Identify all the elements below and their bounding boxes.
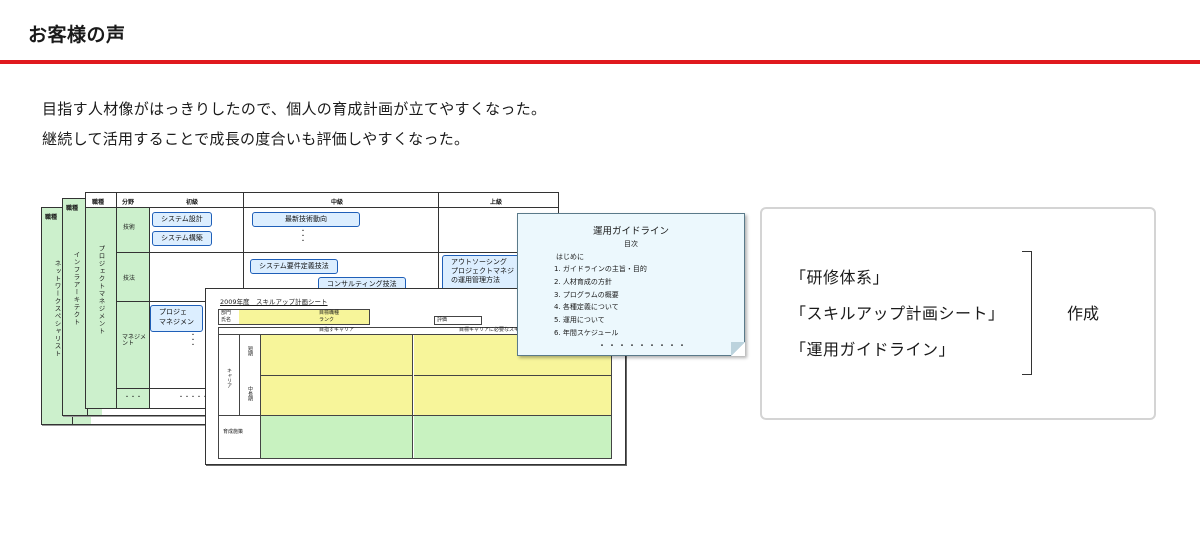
label-target: 目標職種	[319, 310, 340, 316]
job-header: 職種	[66, 205, 79, 212]
course-line: の運用管理方法	[451, 276, 500, 284]
list-item: 2. 人材育成の方針	[554, 277, 612, 286]
guideline-doc: 運用ガイドライン 目次 はじめに 1. ガイドラインの主旨・目的 2. 人材育成…	[517, 213, 745, 356]
ellipsis-vertical: ・ ・ ・	[190, 332, 197, 349]
eval-box: 評価	[434, 316, 482, 325]
beginner-header: 初級	[186, 199, 199, 206]
bracket	[1022, 251, 1032, 375]
row-mid: 中長期	[247, 386, 253, 401]
row-group: キャリア	[226, 368, 232, 388]
job-name: プロジェクトマネジメント	[97, 245, 105, 335]
plan-sheet: 2009年度 スキルアップ計画シート 部門 氏名 目標職種 ランク 評価 目指す…	[205, 288, 626, 465]
job-name: インフラアーキテクト	[72, 251, 80, 326]
intermediate-header: 中級	[331, 199, 344, 206]
page-title: お客様の声	[28, 24, 126, 46]
header-divider	[0, 60, 1200, 64]
row-training: 育成施策	[223, 429, 244, 435]
cell	[414, 376, 611, 416]
deliverable-training-system: 「研修体系」	[790, 268, 890, 287]
deliverable-guideline: 「運用ガイドライン」	[790, 340, 956, 359]
header-row	[86, 193, 558, 208]
advanced-header: 上級	[490, 199, 503, 206]
plan-table: 目指すキャリア 目標キャリアに必要なスキル キャリア 短期 中長期 育成施策	[218, 327, 612, 459]
list-item: 5. 運用について	[554, 316, 605, 325]
guideline-toc: 目次	[624, 240, 638, 248]
course-line: マネジメン	[159, 318, 194, 326]
deliverable-skill-plan: 「スキルアップ計画シート」	[790, 304, 1005, 323]
course-line: アウトソーシング	[451, 258, 507, 266]
list-item: 1. ガイドラインの主旨・目的	[554, 265, 647, 273]
plan-meta: 部門 氏名 目標職種 ランク	[218, 309, 370, 325]
page-fold-icon	[731, 342, 745, 356]
course-outsourcing: アウトソーシング プロジェクトマネジ の運用管理方法	[442, 255, 523, 293]
ellipsis-vertical: ・ ・ ・	[300, 228, 307, 245]
cell	[261, 416, 413, 458]
divider	[260, 334, 261, 458]
list-item: 3. プログラムの概要	[554, 290, 619, 299]
row-label-method: 技法	[123, 275, 136, 282]
col-needed: 目標キャリアに必要なスキル	[459, 327, 525, 333]
row-label-manage: マネジメント	[122, 334, 147, 347]
course-system-design: システム設計	[152, 212, 212, 227]
job-column	[63, 199, 87, 415]
meta-fill	[239, 310, 369, 324]
plan-sheet-title: 2009年度 スキルアップ計画シート	[220, 298, 328, 306]
field-column	[117, 208, 150, 408]
label-name: 氏名	[221, 317, 232, 323]
cell	[414, 416, 611, 458]
guideline-title: 運用ガイドライン	[592, 226, 669, 237]
cell	[261, 335, 413, 376]
cell	[261, 376, 413, 416]
job-name: ネットワークスペシャリスト	[53, 260, 61, 358]
job-column	[86, 208, 117, 408]
guideline-ellipsis: ・・・・・・・・・	[598, 341, 688, 350]
label-eval: 評価	[437, 317, 448, 323]
row-divider	[117, 252, 558, 253]
label-dept: 部門	[221, 310, 232, 316]
list-item: 6. 年間スケジュール	[554, 328, 619, 337]
guideline-list: 1. ガイドラインの主旨・目的 2. 人材育成の方針 3. プログラムの概要 4…	[554, 264, 647, 341]
course-system-build: システム構築	[152, 231, 212, 246]
list-item: 4. 各種定義について	[554, 303, 619, 312]
label-rank: ランク	[319, 317, 335, 323]
ellipsis-horizontal: ・・・・・	[178, 394, 209, 401]
testimonial-line-1: 目指す人材像がはっきりしたので、個人の育成計画が立てやすくなった。	[42, 100, 547, 118]
testimonial-line-2: 継続して活用することで成長の度合いも評価しやすくなった。	[42, 130, 470, 148]
course-latest-trend: 最新技術動向	[252, 212, 360, 227]
divider	[239, 334, 240, 415]
divider	[116, 193, 117, 207]
plan-table-header: 目指すキャリア 目標キャリアに必要なスキル	[219, 328, 611, 335]
course-line: プロジェクトマネジ	[451, 267, 514, 275]
job-header: 職種	[92, 199, 105, 206]
job-header: 職種	[45, 214, 58, 221]
course-requirements: システム要件定義技法	[250, 259, 338, 274]
guideline-intro: はじめに	[556, 253, 584, 261]
field-header: 分野	[122, 199, 135, 206]
deliverables-box: 「研修体系」 「スキルアップ計画シート」 「運用ガイドライン」 作成	[760, 207, 1156, 420]
course-pm: プロジェ マネジメン	[150, 305, 203, 332]
row-short: 短期	[247, 346, 253, 356]
row-label-tech: 技術	[123, 224, 136, 231]
divider	[219, 415, 611, 416]
row-label-more: ・・・	[124, 394, 143, 401]
col-goal: 目指すキャリア	[319, 327, 355, 333]
course-line: プロジェ	[159, 308, 187, 316]
result-label: 作成	[1067, 304, 1100, 323]
